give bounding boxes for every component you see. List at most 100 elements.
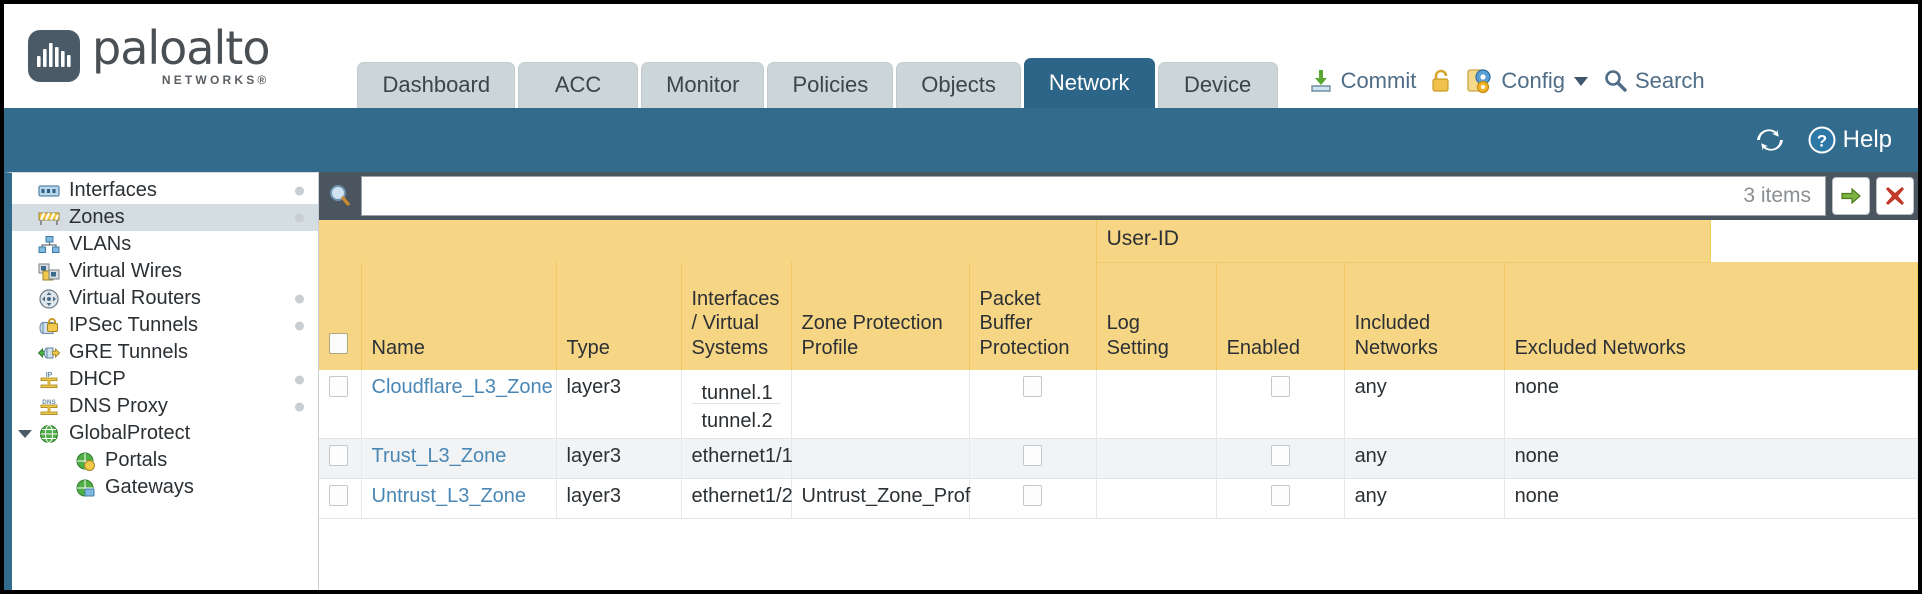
packet-buffer-protection-checkbox[interactable] xyxy=(1023,485,1043,507)
refresh-icon[interactable] xyxy=(1754,126,1786,154)
help-button[interactable]: ? Help xyxy=(1808,126,1892,154)
sidebar-item-zones[interactable]: Zones xyxy=(12,204,318,231)
table-row[interactable]: Untrust_L3_Zone layer3 ethernet1/2 Untru… xyxy=(319,478,1918,520)
main-panel: 3 items xyxy=(319,172,1918,590)
column-header-packet-buffer-protection[interactable]: Packet Buffer Protection xyxy=(969,262,1097,371)
search-button[interactable]: Search xyxy=(1602,68,1705,94)
status-dot xyxy=(295,186,304,195)
sidebar-item-globalprotect[interactable]: GlobalProtect xyxy=(12,420,318,447)
packet-buffer-protection-checkbox[interactable] xyxy=(1023,376,1043,398)
sidebar-item-label: GlobalProtect xyxy=(69,422,191,444)
config-icon xyxy=(1467,69,1491,94)
column-header-enabled[interactable]: Enabled xyxy=(1216,262,1345,371)
status-dot xyxy=(295,402,304,411)
row-select-cell xyxy=(319,438,362,480)
green-arrow-icon xyxy=(1841,187,1861,205)
red-x-icon xyxy=(1886,187,1904,205)
column-header-name[interactable]: Name xyxy=(361,262,557,371)
search-icon[interactable] xyxy=(325,183,355,209)
interface-entry: tunnel.2 xyxy=(701,410,773,433)
select-all-checkbox[interactable] xyxy=(329,332,348,354)
tab-policies[interactable]: Policies xyxy=(767,62,894,108)
cell-packet-buffer-protection xyxy=(969,438,1097,480)
tab-acc[interactable]: ACC xyxy=(518,62,639,108)
column-header-excluded-networks[interactable]: Excluded Networks xyxy=(1504,262,1918,371)
search-input[interactable]: 3 items xyxy=(361,176,1826,216)
sidebar-item-portals[interactable]: Portals xyxy=(12,447,318,474)
lock-button[interactable] xyxy=(1430,68,1452,94)
userid-enabled-checkbox[interactable] xyxy=(1270,376,1290,398)
tab-dashboard[interactable]: Dashboard xyxy=(357,62,516,108)
cell-zone-protection-profile xyxy=(791,438,970,480)
cell-included-networks: any xyxy=(1344,478,1505,520)
apply-filter-button[interactable] xyxy=(1832,177,1870,215)
row-checkbox[interactable] xyxy=(329,445,348,467)
config-button[interactable]: Config xyxy=(1466,68,1588,94)
cell-type: layer3 xyxy=(556,370,682,440)
packet-buffer-protection-checkbox[interactable] xyxy=(1023,445,1043,467)
sidebar-item-dns-proxy[interactable]: DNS DNS Proxy xyxy=(12,393,318,420)
main-nav-tabs: Dashboard ACC Monitor Policies Objects N… xyxy=(357,4,1278,108)
search-label: Search xyxy=(1634,68,1705,93)
sidebar-item-gateways[interactable]: Gateways xyxy=(12,474,318,501)
interfaces-icon xyxy=(38,181,60,201)
sidebar-item-dhcp[interactable]: IP DHCP xyxy=(12,366,318,393)
lock-icon xyxy=(1432,69,1449,92)
sidebar-item-label: Portals xyxy=(105,449,168,471)
paloalto-logo-icon xyxy=(28,29,80,82)
chevron-down-icon[interactable] xyxy=(1573,76,1588,86)
tab-monitor[interactable]: Monitor xyxy=(641,62,765,108)
tab-objects[interactable]: Objects xyxy=(896,62,1021,108)
row-checkbox[interactable] xyxy=(329,376,348,398)
select-all-header xyxy=(319,262,362,371)
zones-table: User-ID Name Type Interfaces / Virtual S… xyxy=(319,220,1918,520)
sidebar-item-gre-tunnels[interactable]: GRE Tunnels xyxy=(12,339,318,366)
sidebar-item-vlans[interactable]: VLANs xyxy=(12,231,318,258)
vlans-icon xyxy=(38,235,60,255)
sidebar-item-interfaces[interactable]: Interfaces xyxy=(12,177,318,204)
sidebar-item-virtual-routers[interactable]: Virtual Routers xyxy=(12,285,318,312)
cell-excluded-networks: none xyxy=(1504,370,1918,440)
column-header-included-networks[interactable]: Included Networks xyxy=(1344,262,1505,371)
help-icon: ? xyxy=(1808,126,1836,154)
tab-network[interactable]: Network xyxy=(1023,58,1155,108)
zones-icon xyxy=(38,208,60,228)
row-checkbox[interactable] xyxy=(329,485,348,507)
sidebar-item-virtual-wires[interactable]: Virtual Wires xyxy=(12,258,318,285)
portals-icon xyxy=(74,451,96,471)
sidebar-item-label: DNS Proxy xyxy=(69,395,168,417)
cell-log-setting xyxy=(1096,438,1217,480)
group-header-blank xyxy=(319,220,1097,263)
userid-enabled-checkbox[interactable] xyxy=(1270,445,1290,467)
cell-name: Trust_L3_Zone xyxy=(361,438,557,480)
cell-zone-protection-profile: Untrust_Zone_Prof xyxy=(791,478,970,520)
top-bar: paloalto NETWORKS® Dashboard ACC Monitor… xyxy=(4,4,1918,108)
help-label: Help xyxy=(1842,126,1892,153)
column-header-log-setting[interactable]: Log Setting xyxy=(1096,262,1217,371)
ipsec-tunnels-icon xyxy=(38,316,60,336)
sidebar-item-ipsec-tunnels[interactable]: IPSec Tunnels xyxy=(12,312,318,339)
status-dot xyxy=(295,213,304,222)
cell-interfaces: ethernet1/1 xyxy=(681,438,793,480)
table-header-row: Name Type Interfaces / Virtual Systems Z… xyxy=(319,262,1918,371)
userid-enabled-checkbox[interactable] xyxy=(1270,485,1290,507)
column-header-zone-protection-profile[interactable]: Zone Protection Profile xyxy=(791,262,970,371)
tab-device[interactable]: Device xyxy=(1157,62,1278,108)
virtual-routers-icon xyxy=(38,288,60,309)
brand-name: paloalto xyxy=(92,21,270,75)
column-header-interfaces[interactable]: Interfaces / Virtual Systems xyxy=(681,262,792,371)
cell-userid-enabled xyxy=(1216,438,1345,480)
commit-button[interactable]: Commit xyxy=(1308,68,1416,94)
zone-name-link[interactable]: Trust_L3_Zone xyxy=(371,445,507,468)
zone-name-link[interactable]: Cloudflare_L3_Zone xyxy=(371,376,553,399)
clear-filter-button[interactable] xyxy=(1876,177,1914,215)
table-row[interactable]: Trust_L3_Zone layer3 ethernet1/1 xyxy=(319,438,1918,480)
column-header-type[interactable]: Type xyxy=(556,262,682,371)
sidebar-item-label: Gateways xyxy=(105,476,194,498)
zone-name-link[interactable]: Untrust_L3_Zone xyxy=(371,485,527,508)
svg-text:?: ? xyxy=(1816,132,1826,151)
sidebar-item-label: DHCP xyxy=(69,368,126,390)
chevron-down-icon[interactable] xyxy=(18,429,32,438)
row-select-cell xyxy=(319,370,362,440)
